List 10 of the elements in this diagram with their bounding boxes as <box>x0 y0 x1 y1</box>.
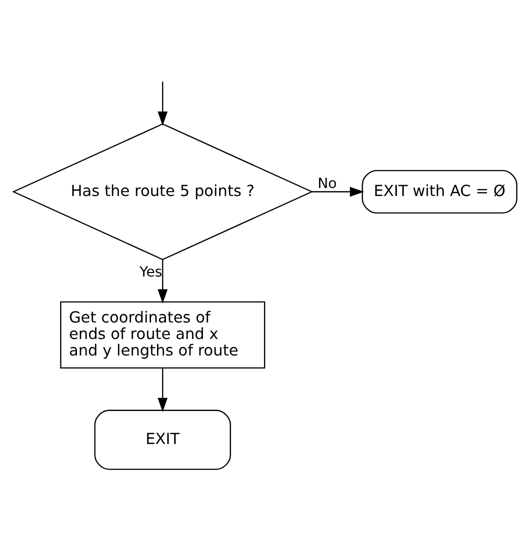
node-diamond: Has the route 5 points ? <box>12 123 314 260</box>
arrow <box>158 82 168 126</box>
node-box: Get coordinates of ends of route and x and y lengths of route <box>60 301 266 369</box>
node-box: EXIT <box>94 410 231 470</box>
node-box: EXIT with AC = Ø <box>362 170 518 214</box>
edge-label: Yes <box>139 264 162 280</box>
edge-label: No <box>318 176 337 192</box>
arrow <box>158 260 168 304</box>
arrow <box>312 186 364 197</box>
arrow <box>158 368 168 412</box>
